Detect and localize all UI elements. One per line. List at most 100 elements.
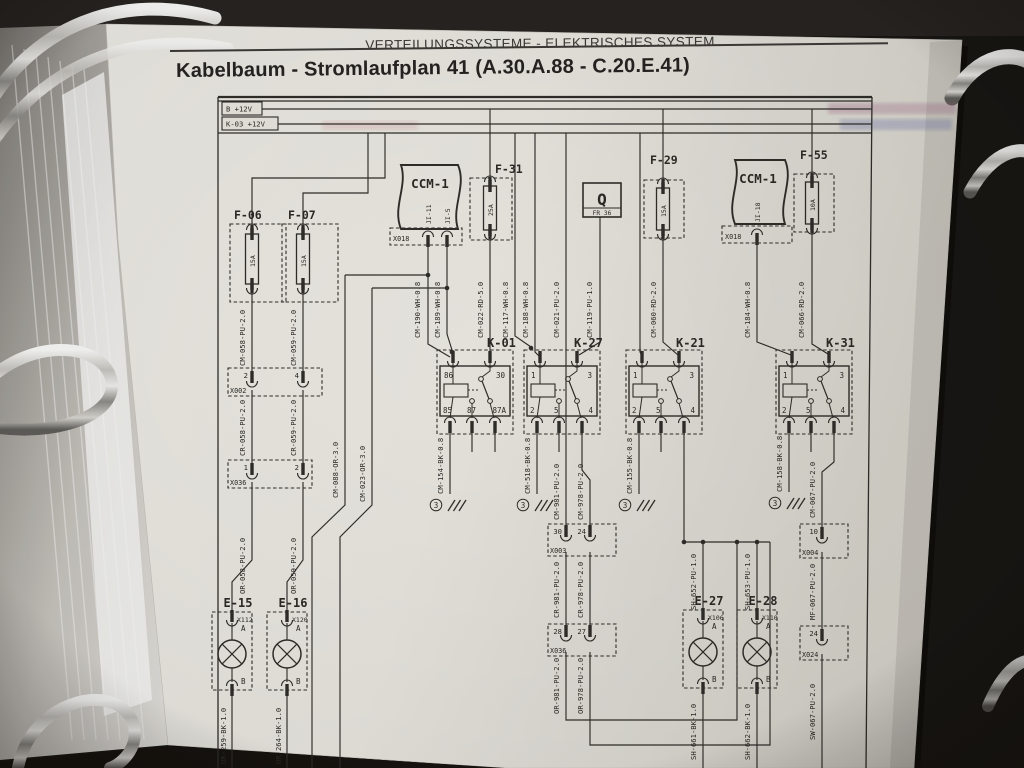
lamp-connector-id: X120	[292, 616, 308, 624]
relay-pin-number: 1	[783, 371, 788, 380]
fuse-amp-rating: 15A	[249, 255, 257, 267]
wire-label: CM-189-WH-0.8	[433, 282, 442, 338]
wire-label: SH-662-BK-1.0	[743, 704, 752, 760]
connector-pin-number: 27	[577, 627, 586, 636]
wire-label: SH-661-BK-1.0	[689, 704, 698, 760]
module-id: CCM-1	[411, 176, 449, 191]
ground-ref-number: 3	[773, 499, 778, 508]
module-pin-name: JI-18	[754, 202, 762, 222]
connector-pin-number: 24	[809, 629, 818, 638]
junction-dot	[528, 345, 534, 351]
fuse-id: F-55	[800, 148, 828, 162]
relay-pin-number: 3	[587, 371, 592, 380]
control-box-sub: FR 36	[593, 210, 612, 217]
control-box-id: Q	[597, 190, 607, 209]
lamp-id: E-16	[279, 596, 308, 610]
module-pin-name: JI-5	[444, 208, 452, 224]
wire-label: CM-088-OR-3.0	[331, 442, 340, 498]
wire-label: CR-059-PU-2.0	[289, 400, 298, 456]
connector-id: X018	[393, 235, 409, 243]
relay-pin-number: 3	[689, 371, 694, 380]
connector-id: X036	[230, 479, 246, 487]
wire-label: CM-067-PU-2.0	[808, 462, 817, 518]
lamp-connector-id: X106	[708, 614, 724, 622]
fuse-amp-rating: 15A	[300, 255, 308, 267]
relay-pin-number: 87A	[492, 406, 506, 415]
lamp-connector-id: X112	[237, 616, 253, 624]
relay-pin-number: 1	[633, 371, 638, 380]
wire-label: CM-158-BK-0.8	[775, 436, 784, 492]
relay-id: K-31	[826, 336, 855, 350]
wire-label: MF-067-PU-2.0	[808, 564, 817, 620]
wire-label: CR-981-PU-2.0	[552, 562, 561, 618]
bus-label: B +12V	[226, 105, 253, 114]
lamp-pin-letter: A	[712, 622, 717, 631]
wire-label: CM-518-BK-0.8	[523, 438, 532, 494]
relay-pin-number: 2	[782, 406, 787, 415]
relay-pin-number: 86	[444, 371, 454, 380]
fuse-id: F-29	[650, 153, 678, 167]
connector-id: X036	[550, 647, 566, 655]
connector-pin-number: 2	[295, 463, 299, 472]
lamp-pin-letter: A	[296, 624, 301, 633]
fuse-id: F-31	[495, 162, 523, 176]
junction-dot	[444, 285, 450, 291]
relay-pin-number: 2	[632, 406, 637, 415]
junction-dot	[425, 272, 431, 278]
junction-dot	[449, 349, 455, 355]
wire-label: OR-058-PU-2.0	[238, 538, 247, 594]
fuse-id: F-06	[234, 208, 262, 222]
relay-pin-number: 5	[656, 406, 661, 415]
wire-label: CM-023-OR-3.0	[358, 446, 367, 502]
lamp-pin-letter: B	[766, 675, 771, 684]
lamp-id: E-27	[695, 594, 724, 608]
wire-label: OR-978-PU-2.0	[576, 658, 585, 714]
wire-label: CM-981-PU-2.0	[552, 464, 561, 520]
wire-label: CM-066-RD-2.0	[797, 282, 806, 338]
relay-id: K-21	[676, 336, 705, 350]
connector-pin-number: 10	[809, 527, 818, 536]
bus-label: K-03 +12V	[226, 120, 266, 129]
module-id: CCM-1	[739, 171, 777, 186]
wire-label: CM-059-PU-2.0	[289, 310, 298, 366]
relay-pin-number: 3	[839, 371, 844, 380]
wire-label: CM-022-RD-5.0	[476, 282, 485, 338]
relay-pin-number: 4	[588, 406, 593, 415]
connector-id: X002	[230, 387, 246, 395]
relay-pin-number: 5	[554, 406, 559, 415]
wire-label: CM-058-PU-2.0	[238, 310, 247, 366]
wire-label: CM-021-PU-2.0	[552, 282, 561, 338]
wire-label: CR-978-PU-2.0	[576, 562, 585, 618]
wire-label: CM-188-WH-0.8	[521, 282, 530, 338]
module-pin-name: JI-11	[425, 204, 433, 224]
wire-label: OR-259-BK-1.0	[219, 708, 228, 764]
wire-label: SH-653-PU-1.0	[743, 554, 752, 610]
wire-label: CR-058-PU-2.0	[238, 400, 247, 456]
connector-pin-number: 30	[553, 527, 562, 536]
connector-id: X004	[802, 549, 818, 557]
connector-pin-number: 28	[553, 627, 562, 636]
wire-label: SH-652-PU-1.0	[689, 554, 698, 610]
connector-pin-number: 4	[295, 371, 299, 380]
ground-ref-number: 3	[434, 501, 439, 510]
fuse-amp-rating: 10A	[809, 199, 817, 211]
wire-label: OR-264-BK-1.0	[274, 708, 283, 764]
fuse-amp-rating: 15A	[660, 205, 668, 217]
lamp-connector-id: X110	[762, 614, 778, 622]
wire-label: CM-060-RD-2.0	[649, 282, 658, 338]
connector-id: X024	[802, 651, 818, 659]
wire-label: CM-190-WH-0.8	[413, 282, 422, 338]
relay-pin-number: 30	[496, 371, 506, 380]
wire-label: CM-117-WH-0.8	[501, 282, 510, 338]
connector-pin-number: 1	[244, 463, 248, 472]
lamp-id: E-15	[224, 596, 253, 610]
junction-dot	[681, 539, 687, 545]
ground-ref-number: 3	[521, 501, 526, 510]
lamp-pin-letter: A	[766, 622, 771, 631]
junction-dot	[754, 539, 760, 545]
wire-label: OR-059-PU-2.0	[289, 538, 298, 594]
ground-ref-number: 3	[623, 501, 628, 510]
wire-label: CM-119-PU-1.0	[585, 282, 594, 338]
fuse-amp-rating: 25A	[487, 204, 495, 216]
